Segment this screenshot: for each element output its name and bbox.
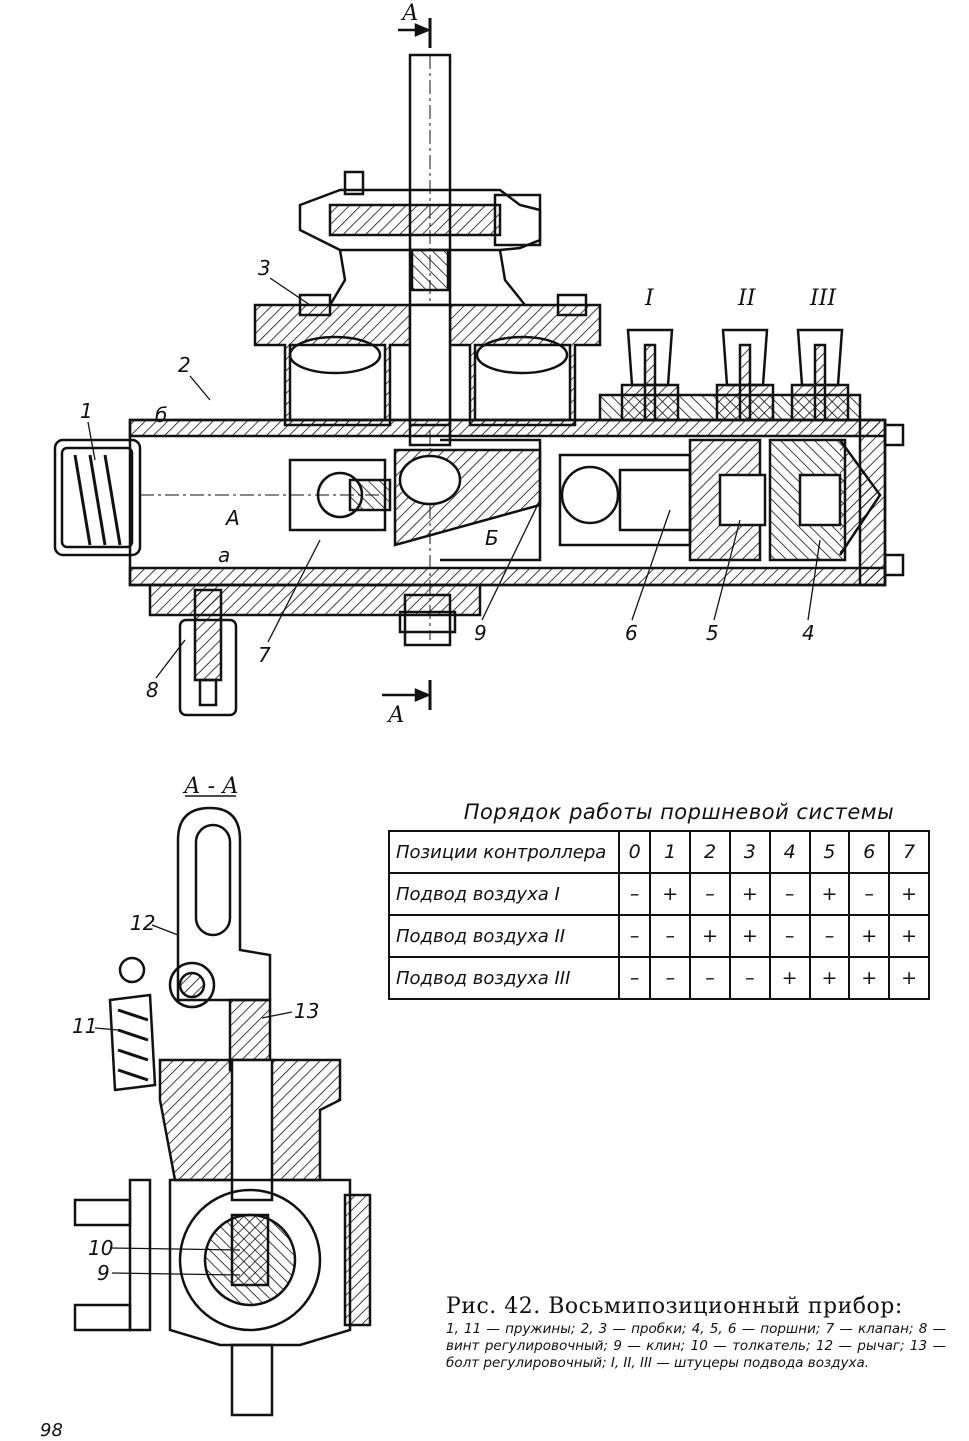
- fitting-II-label: II: [737, 286, 757, 311]
- callout-8: 8: [146, 678, 159, 702]
- schedule-table: Позиции контроллера 0 1 2 3 4 5 6 7 Подв…: [388, 830, 930, 1000]
- table-cell: +: [768, 956, 811, 1000]
- bottom-nut: [403, 593, 452, 647]
- section-leader-lines: [94, 924, 293, 1276]
- callout-3: 3: [258, 256, 271, 280]
- wedge: [393, 448, 542, 547]
- adjusting-screw-assembly: [178, 588, 238, 717]
- table-cell: +: [888, 956, 930, 1000]
- table-cell: +: [848, 956, 891, 1000]
- table-row: Подвод воздуха II – – + + – – + +: [388, 914, 930, 958]
- chamber-a-label: А: [224, 506, 240, 530]
- row-label: Подвод воздуха III: [388, 956, 620, 1000]
- table-cell: –: [617, 914, 652, 958]
- schedule-title: Порядок работы поршневой системы: [463, 800, 895, 824]
- table-cell: –: [689, 956, 731, 1000]
- callout-9: 9: [474, 621, 487, 645]
- fitting-I-label: I: [644, 286, 655, 311]
- table-cell: –: [728, 956, 771, 1000]
- section-mark-bottom-label: А: [386, 703, 405, 728]
- page-number: 98: [40, 1420, 63, 1441]
- table-header-row: Позиции контроллера 0 1 2 3 4 5 6 7: [388, 830, 930, 874]
- position-cell: 5: [808, 830, 851, 874]
- header-label: Позиции контроллера: [388, 830, 620, 874]
- fitting-III-label: III: [809, 286, 837, 311]
- position-cell: 0: [617, 830, 652, 874]
- position-cell: 2: [689, 830, 731, 874]
- main-leader-lines: [87, 277, 821, 679]
- table-cell: –: [617, 872, 652, 916]
- caption-legend: 1, 11 — пружины; 2, 3 — пробки; 4, 5, 6 …: [446, 1321, 946, 1371]
- position-cell: 7: [888, 830, 930, 874]
- table-row: Подвод воздуха III – – – – + + + +: [388, 956, 930, 1000]
- figure-caption: Рис. 42. Восьмипозиционный прибор: 1, 11…: [446, 1294, 946, 1372]
- position-cell: 6: [848, 830, 891, 874]
- caption-title: Рис. 42. Восьмипозиционный прибор:: [446, 1294, 903, 1319]
- callout-6: 6: [625, 621, 638, 645]
- operating-schedule: Порядок работы поршневой системы Позиции…: [388, 800, 930, 1000]
- table-cell: +: [728, 872, 771, 916]
- section-mark-top: [398, 18, 432, 48]
- main-body: [128, 418, 887, 617]
- section-mark-top-label: А: [400, 1, 419, 26]
- section-aa-view: [73, 795, 372, 1417]
- table-cell: –: [768, 872, 811, 916]
- position-cell: 1: [649, 830, 692, 874]
- section-aa-labels: А - А 10 9 11 12 13: [72, 774, 319, 1285]
- table-cell: –: [649, 914, 692, 958]
- callout-2: 2: [178, 353, 191, 377]
- table-cell: –: [848, 872, 891, 916]
- table-cell: +: [848, 914, 891, 958]
- main-section-view: [53, 18, 905, 717]
- callout-11: 11: [72, 1014, 97, 1038]
- table-row: Подвод воздуха I – + – + – + – +: [388, 872, 930, 916]
- callout-7: 7: [258, 643, 271, 667]
- upper-housing: [253, 293, 602, 427]
- table-cell: +: [888, 914, 930, 958]
- chamber-b-right-label: Б: [485, 526, 499, 550]
- position-cell: 4: [768, 830, 811, 874]
- callout-10: 10: [88, 1236, 113, 1260]
- table-cell: +: [808, 956, 851, 1000]
- spring-cylinder: [53, 438, 380, 557]
- table-cell: –: [768, 914, 811, 958]
- callout-9-section: 9: [97, 1261, 110, 1285]
- table-cell: +: [888, 872, 930, 916]
- table-cell: –: [649, 956, 692, 1000]
- section-mark-bottom: [382, 680, 432, 710]
- table-cell: +: [689, 914, 731, 958]
- table-cell: +: [808, 872, 851, 916]
- callout-5: 5: [706, 621, 719, 645]
- piston-train: [558, 438, 882, 562]
- row-label: Подвод воздуха II: [388, 914, 620, 958]
- table-cell: +: [649, 872, 692, 916]
- position-cell: 3: [728, 830, 771, 874]
- callout-4: 4: [802, 621, 815, 645]
- chamber-b-left-label: б: [155, 403, 167, 427]
- table-cell: –: [689, 872, 731, 916]
- main-labels: А А А б Б а I II III 1 2 3 4 5 6 7 8 9: [80, 1, 837, 728]
- table-cell: +: [728, 914, 771, 958]
- lever-assembly: [298, 170, 542, 306]
- air-fittings: [598, 328, 862, 422]
- callout-1: 1: [80, 399, 93, 423]
- section-aa-title: А - А: [182, 774, 239, 799]
- row-label: Подвод воздуха I: [388, 872, 620, 916]
- callout-12: 12: [130, 911, 155, 935]
- valve-assembly: [288, 458, 392, 532]
- table-cell: –: [617, 956, 652, 1000]
- table-cell: –: [808, 914, 851, 958]
- callout-13: 13: [294, 999, 319, 1023]
- channel-a-label: а: [218, 543, 230, 567]
